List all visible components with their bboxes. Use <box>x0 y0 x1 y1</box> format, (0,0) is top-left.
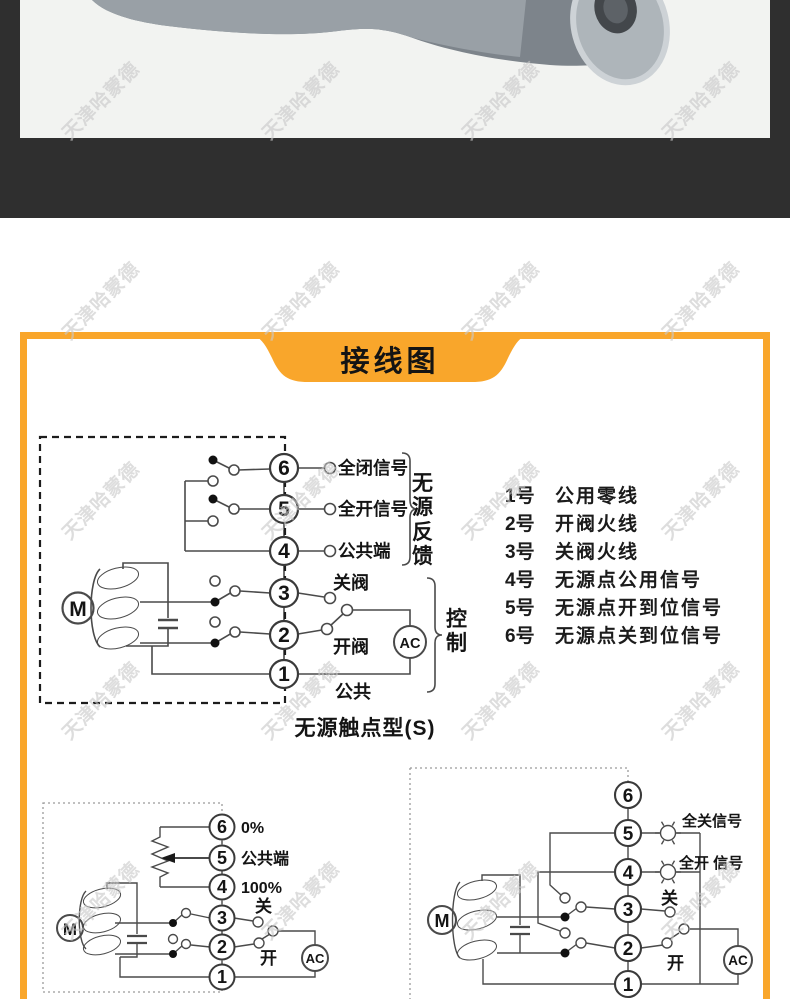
legend-row: 5号 无源点开到位信号 <box>505 595 723 623</box>
legend-row: 1号 公用零线 <box>505 483 723 511</box>
motor-label: M <box>63 920 77 939</box>
label-hundred-percent: 100% <box>241 880 282 897</box>
terminal-number: 3 <box>278 582 290 605</box>
label-common: 公共 <box>335 682 371 702</box>
motor-label: M <box>69 598 87 621</box>
label-close: 关 <box>661 888 678 908</box>
part-end-face <box>570 0 670 86</box>
terminal-number: 5 <box>623 824 634 845</box>
legend-description: 开阀火线 <box>555 514 640 535</box>
terminal-number: 2 <box>623 939 634 960</box>
motor-symbol <box>56 887 122 956</box>
main-wiring-diagram: 6 5 4 3 2 1 M AC 全闭信号 全开信号 公共端 关阀 开阀 公共 <box>38 435 443 705</box>
label-open: 开 <box>667 954 684 973</box>
terminal-number: 6 <box>217 817 227 837</box>
terminal-number: 4 <box>217 877 227 897</box>
legend-description: 公用零线 <box>555 486 640 507</box>
contact-points <box>167 907 329 972</box>
label-fully-closed-signal: 全闭信号 <box>337 458 408 478</box>
label-fully-open-signal: 全开 信号 <box>678 854 743 872</box>
terminal-circles <box>208 813 236 991</box>
legend-description: 无源点公用信号 <box>555 570 703 591</box>
wiring-lines <box>409 767 739 999</box>
terminal-number: 2 <box>217 937 227 957</box>
terminal-number: 5 <box>217 848 227 868</box>
group-label-passive-feedback: 无源反馈 <box>412 472 433 569</box>
label-fully-closed-signal: 全关信号 <box>681 812 742 830</box>
contact-points <box>559 892 753 975</box>
lamp-symbol-fully-closed <box>655 821 681 845</box>
legend-number: 2号 <box>505 514 535 535</box>
product-photo-section <box>0 0 790 218</box>
terminal-number: 1 <box>278 663 290 686</box>
terminal-circles <box>613 780 643 999</box>
legend-description: 无源点关到位信号 <box>555 626 724 647</box>
group-label-control: 控制 <box>446 608 467 656</box>
label-open-valve: 开阀 <box>333 636 369 657</box>
legend-row: 6号 无源点关到位信号 <box>505 623 723 651</box>
lamp-diagram-texts: 6 5 4 3 2 1 M AC 全关信号 全开 信号 关 开 <box>435 786 748 996</box>
pot-diagram-texts: 6 5 4 3 2 1 M AC 0% 公共端 100% 关 开 <box>63 817 325 987</box>
motor-symbol <box>426 879 498 961</box>
legend-row: 4号 无源点公用信号 <box>505 567 723 595</box>
terminal-number: 4 <box>278 540 290 563</box>
diagram-caption: 无源触点型(S) <box>294 717 436 740</box>
tab-shape <box>240 332 540 382</box>
terminal-number: 2 <box>278 624 290 647</box>
potentiometer-arrow <box>161 853 175 863</box>
motor-label: M <box>435 911 450 931</box>
terminal-number: 3 <box>623 900 634 921</box>
contact-points <box>207 455 427 659</box>
main-diagram-texts: 6 5 4 3 2 1 M AC 全闭信号 全开信号 公共端 关阀 开阀 公共 <box>69 457 421 702</box>
terminal-number: 5 <box>278 498 290 521</box>
label-close-valve: 关阀 <box>333 572 369 593</box>
label-open: 开 <box>260 949 277 968</box>
ac-source-label: AC <box>728 953 748 968</box>
label-close: 关 <box>255 896 272 916</box>
terminal-number: 6 <box>623 786 634 807</box>
wiring-lines <box>90 452 443 693</box>
product-photo <box>20 0 770 138</box>
label-zero-percent: 0% <box>241 820 264 837</box>
legend-number: 4号 <box>505 570 535 591</box>
actuator-boundary-box <box>38 435 287 705</box>
terminal-number: 6 <box>278 457 290 480</box>
label-common-terminal: 公共端 <box>338 541 391 561</box>
lamp-symbol-fully-open <box>655 860 681 884</box>
label-common-terminal: 公共端 <box>241 849 289 868</box>
terminal-number: 3 <box>217 908 227 928</box>
ac-source-label: AC <box>306 951 325 966</box>
ac-source-label: AC <box>400 636 421 652</box>
legend-number: 1号 <box>505 486 535 507</box>
lamp-wiring-diagram: 6 5 4 3 2 1 M AC 全关信号 全开 信号 关 开 <box>409 767 753 999</box>
actuator-part-image <box>92 0 670 86</box>
potentiometer-wiring-diagram: 6 5 4 3 2 1 M AC 0% 公共端 100% 关 开 <box>42 802 329 993</box>
legend-number: 3号 <box>505 542 535 563</box>
terminal-number: 4 <box>623 863 634 884</box>
terminal-number: 1 <box>217 967 227 987</box>
legend-number: 6号 <box>505 626 535 647</box>
terminal-legend: 1号 公用零线 2号 开阀火线 3号 关阀火线 4号 无源点公用信号 5号 无源… <box>505 483 723 651</box>
legend-description: 关阀火线 <box>555 542 640 563</box>
wiring-diagram-panel <box>20 332 770 999</box>
part-body-highlight <box>92 0 526 57</box>
section-title: 接线图 <box>340 346 440 378</box>
terminal-circles <box>268 452 300 690</box>
legend-row: 2号 开阀火线 <box>505 511 723 539</box>
legend-number: 5号 <box>505 598 535 619</box>
section-tab: 接线图 <box>240 332 540 386</box>
motor-symbol <box>61 566 140 650</box>
actuator-boundary-box <box>42 802 223 993</box>
legend-row: 3号 关阀火线 <box>505 539 723 567</box>
terminal-number: 1 <box>623 975 634 996</box>
label-fully-open-signal: 全开信号 <box>337 499 408 519</box>
legend-description: 无源点开到位信号 <box>555 598 724 619</box>
